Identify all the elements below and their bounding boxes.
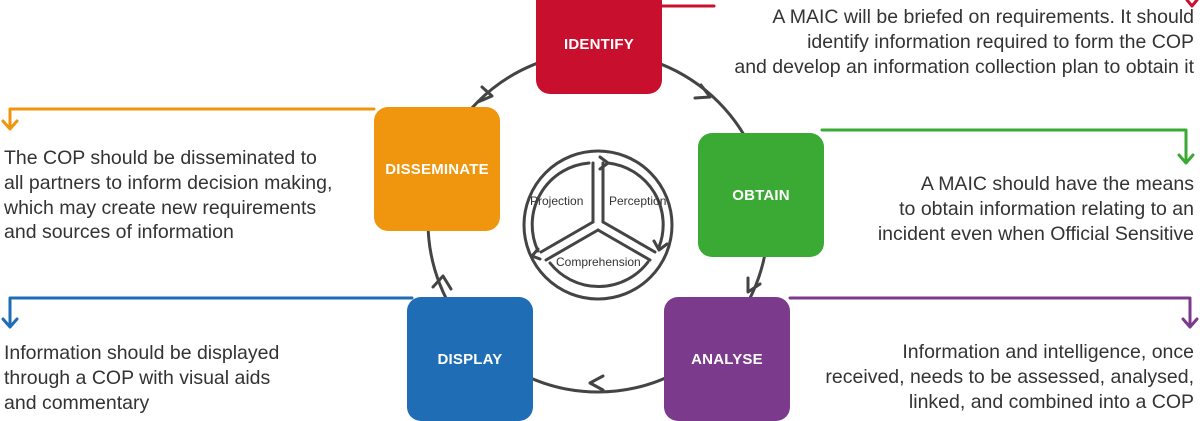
connector-display-arrow-icon: [1, 317, 19, 329]
obtain-box: OBTAIN: [698, 133, 824, 257]
center-spoke-top: [591, 161, 605, 224]
center-triad: [522, 149, 674, 301]
disseminate-line: which may create new requirements: [4, 196, 317, 219]
identify-line: identify information required to form th…: [807, 30, 1194, 53]
center-arc-comprehension: [548, 260, 650, 289]
disseminate-box: DISSEMINATE: [374, 107, 500, 231]
analyse-box: ANALYSE: [664, 297, 790, 421]
display-box: DISPLAY: [407, 297, 533, 421]
center-arrow-comprehension-icon: [652, 239, 669, 252]
center-circle: [522, 149, 674, 301]
disseminate-line: and sources of information: [4, 221, 234, 244]
disseminate-description: The COP should be disseminated to all pa…: [4, 146, 332, 245]
connector-disseminate: [8, 107, 376, 130]
display-label: DISPLAY: [437, 350, 503, 368]
connector-analyse: [788, 296, 1192, 328]
identify-line: and develop an information collection pl…: [734, 55, 1194, 78]
arrow-identify-to-obtain-icon: [693, 83, 712, 100]
identify-description: A MAIC will be briefed on requirements. …: [734, 5, 1194, 79]
center-spoke-right: [596, 220, 657, 262]
arrow-obtain-to-analyse-icon: [746, 276, 762, 294]
connector-obtain-arrow-icon: [1177, 153, 1195, 165]
display-description: Information should be displayed through …: [4, 341, 279, 415]
analyse-label: ANALYSE: [691, 350, 763, 368]
analyse-line: Information and intelligence, once: [902, 341, 1194, 363]
arrow-disseminate-to-identify-icon: [476, 85, 494, 104]
analyse-description: Information and intelligence, once recei…: [825, 340, 1194, 414]
identify-box: IDENTIFY: [536, 0, 662, 94]
connector-disseminate-arrow-icon: [1, 119, 19, 131]
display-line: and commentary: [4, 391, 150, 414]
disseminate-line: all partners to inform decision making,: [4, 171, 333, 194]
analyse-line: received, needs to be assessed, analysed…: [825, 365, 1194, 388]
obtain-description: A MAIC should have the means to obtain i…: [878, 172, 1194, 246]
obtain-label: OBTAIN: [732, 186, 790, 204]
cycle-arrows: [431, 83, 762, 392]
label-projection: Projection: [530, 194, 584, 208]
connector-obtain: [820, 128, 1188, 164]
display-line: Information should be displayed: [4, 342, 280, 364]
obtain-line: to obtain information relating to an: [899, 197, 1194, 220]
identify-label: IDENTIFY: [564, 35, 634, 53]
disseminate-label: DISSEMINATE: [385, 160, 489, 178]
obtain-line: A MAIC should have the means: [920, 173, 1194, 195]
display-line: through a COP with visual aids: [4, 366, 271, 389]
arrow-display-to-disseminate-icon: [431, 274, 453, 291]
connector-analyse-arrow-icon: [1181, 317, 1199, 329]
center-arc-projection: [530, 161, 591, 253]
center-arc-perception: [606, 161, 665, 249]
connector-identify-arrow-icon: [1185, 0, 1199, 8]
center-arrow-projection-icon: [530, 247, 542, 261]
label-perception: Perception: [609, 194, 667, 208]
identify-line: A MAIC will be briefed on requirements. …: [772, 6, 1194, 28]
center-arrow-perception-icon: [598, 155, 610, 171]
obtain-line: incident even when Official Sensitive: [877, 222, 1194, 245]
connector-display: [8, 296, 414, 328]
disseminate-line: The COP should be disseminated to: [4, 147, 317, 169]
label-comprehension: Comprehension: [556, 255, 641, 269]
analyse-line: linked, and combined into a COP: [908, 390, 1194, 413]
arrow-analyse-to-display-icon: [588, 374, 605, 392]
center-spoke-left: [539, 220, 600, 262]
